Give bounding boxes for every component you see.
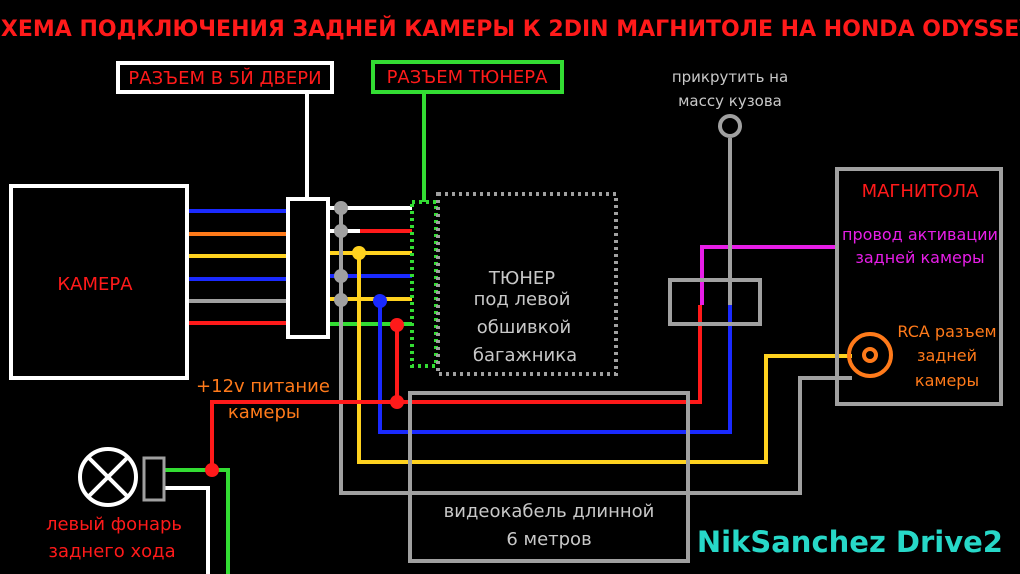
- tuner-connector-label-box: [371, 60, 564, 94]
- tuner-connector: [410, 200, 438, 368]
- rca-line3: камеры: [915, 371, 979, 390]
- camera-label: КАМЕРА: [57, 274, 133, 295]
- magenta-activation-wire: [700, 245, 836, 305]
- green-reverse-wire: [164, 468, 230, 574]
- tuner-title: ТЮНЕР: [488, 268, 555, 289]
- lamp-line1: левый фонарь: [46, 514, 182, 535]
- blue-wire: [378, 301, 732, 434]
- cable-line2: 6 метров: [506, 529, 591, 550]
- rca-connector-icon: [847, 332, 893, 378]
- ground-line1: прикрутить на: [672, 68, 788, 86]
- red-power-wire: [395, 305, 702, 404]
- head-unit-box: [835, 167, 1003, 406]
- white-lamp-wire: [164, 486, 210, 574]
- activation-line2: задней камеры: [855, 248, 984, 267]
- diagram-title: СХЕМА ПОДКЛЮЧЕНИЯ ЗАДНЕЙ КАМЕРЫ К 2DIN М…: [0, 16, 1020, 42]
- tuner-line2: обшивкой: [477, 317, 571, 338]
- junction-dots: [205, 201, 404, 477]
- tuner-connector-label: РАЗЪЕМ ТЮНЕРА: [387, 67, 549, 88]
- ground-line2: массу кузова: [678, 92, 782, 110]
- activation-line1: провод активации: [842, 225, 998, 244]
- camera-box: [9, 184, 189, 380]
- junction-box: [668, 278, 762, 326]
- door-connector-label: РАЗЪЕМ В 5Й ДВЕРИ: [128, 67, 321, 89]
- door-connector-label-box: [116, 61, 334, 94]
- video-cable-box: [408, 391, 690, 563]
- camera-wires: [188, 209, 287, 325]
- power-line2: камеры: [228, 402, 300, 423]
- cable-line1: видеокабель длинной: [444, 501, 655, 522]
- red-power-feed: [210, 400, 397, 470]
- brand-watermark: NikSanchez Drive2: [697, 525, 1003, 559]
- tuner-box: [436, 192, 618, 376]
- power-line1: +12v питание: [196, 376, 330, 397]
- tuner-line1: под левой: [474, 289, 571, 310]
- tuner-line3: багажника: [473, 345, 577, 366]
- yellow-video-wire: [357, 253, 852, 464]
- head-unit-label: МАГНИТОЛА: [862, 181, 980, 202]
- ground-screw-icon: [718, 114, 742, 138]
- lamp-terminal: [142, 456, 166, 502]
- gray-ground-wire: [339, 208, 852, 495]
- lamp-line2: заднего хода: [48, 541, 175, 562]
- rca-line2: задней: [917, 346, 977, 365]
- rca-line1: RCA разъем: [897, 322, 996, 341]
- door-connector: [286, 197, 330, 339]
